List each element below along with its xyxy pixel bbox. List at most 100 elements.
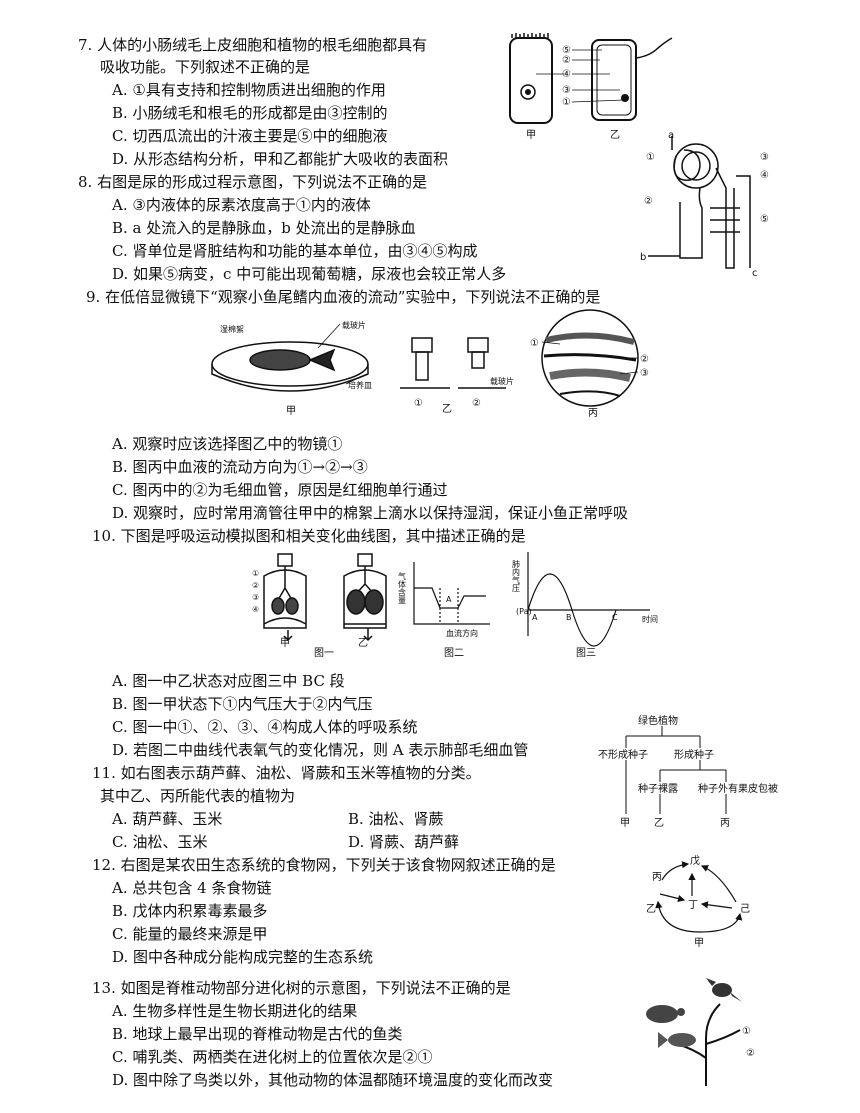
q10-fig3-B: B xyxy=(566,613,572,622)
q9-label-3: ③ xyxy=(640,368,649,379)
q11-classification-tree: 绿色植物 不形成种子 形成种子 种子裸露 种子外有果皮包被 甲 乙 丙 xyxy=(598,714,778,829)
tree-bing: 丙 xyxy=(720,818,730,829)
q9-label-dish: 培养皿 xyxy=(348,380,372,390)
q9-option-b: B. 图丙中血液的流动方向为①→②→③ xyxy=(112,458,368,476)
q10-fig3-ylabel: 肺内气压 xyxy=(512,560,521,593)
q7-stem-line1: 7. 人体的小肠绒毛上皮细胞和植物的根毛细胞都具有 xyxy=(78,36,428,54)
q10-stem: 10. 下图是呼吸运动模拟图和相关变化曲线图，其中描述正确的是 xyxy=(92,527,526,545)
q7-stem-line2: 吸收功能。下列叙述不正确的是 xyxy=(100,58,311,76)
q7-label-4: ④ xyxy=(562,69,571,80)
q10-option-c: C. 图一中①、②、③、④构成人体的呼吸系统 xyxy=(112,718,418,736)
q12-option-c: C. 能量的最终来源是甲 xyxy=(112,925,268,943)
q10-label-yi: 乙 xyxy=(358,637,368,649)
q9-option-d: D. 观察时，应时常用滴管往甲中的棉絮上滴水以保持湿润，保证小鱼正常呼吸 xyxy=(112,504,629,522)
petri-dish-drawing xyxy=(211,341,369,392)
tree-bare-seed: 种子裸露 xyxy=(638,782,678,795)
bell-jar-jia-drawing xyxy=(263,553,307,642)
food-web-arrows xyxy=(655,861,743,933)
q9-label-2: ② xyxy=(640,354,649,365)
q9-label-slide: 载玻片 xyxy=(342,320,366,330)
q8-label-3: ③ xyxy=(760,152,769,163)
q9-stem: 9. 在低倍显微镜下“观察小鱼尾鳍内血液的流动”实验中，下列说法不正确的是 xyxy=(86,288,601,306)
tree-covered-seed: 种子外有果皮包被 xyxy=(698,782,778,795)
bird-icon xyxy=(706,978,742,1002)
q10-breathing-figure: ① ② ③ ④ 甲 乙 图一 气体含量 血流方向 A 图二 肺内气压 (Pa) … xyxy=(252,552,658,659)
tree-root: 绿色植物 xyxy=(638,714,678,727)
q10-fig3-C: C xyxy=(612,613,618,622)
q10-label-2: ② xyxy=(252,581,259,590)
tree-seed: 形成种子 xyxy=(674,748,714,761)
web-wu: 戊 xyxy=(690,855,700,867)
blood-flow-view-drawing xyxy=(541,309,639,407)
q9-label-1: ① xyxy=(530,338,539,349)
q9-label-slide2: 载玻片 xyxy=(490,376,514,386)
q9-label-yi: 乙 xyxy=(442,403,452,415)
q8-label-c: c xyxy=(752,268,758,279)
q11-option-d: D. 肾蕨、葫芦藓 xyxy=(348,833,460,851)
q8-label-b: b xyxy=(640,252,646,263)
q10-label-jia: 甲 xyxy=(280,638,290,649)
web-bing: 丙 xyxy=(652,872,662,883)
q12-option-b: B. 戊体内积累毒素最多 xyxy=(112,902,268,920)
q10-fig2-ylabel: 气体含量 xyxy=(398,571,407,604)
q7-option-d: D. 从形态结构分析，甲和乙都能扩大吸收的表面积 xyxy=(112,150,449,168)
q8-option-c: C. 肾单位是肾脏结构和功能的基本单位，由③④⑤构成 xyxy=(112,242,478,260)
q10-label-3: ③ xyxy=(252,593,259,602)
tree-jia: 甲 xyxy=(620,818,630,829)
q11-stem-line2: 其中乙、丙所能代表的植物为 xyxy=(100,787,296,805)
q8-option-d: D. 如果⑤病变，c 中可能出现葡萄糖，尿液也会较正常人多 xyxy=(112,265,507,283)
q10-label-fig3: 图三 xyxy=(576,647,596,659)
objective-lenses-drawing xyxy=(400,337,506,389)
fish-icon xyxy=(658,1032,696,1048)
q7-option-a: A. ①具有支持和控制物质进出细胞的作用 xyxy=(112,81,386,99)
q9-label-bing: 丙 xyxy=(588,408,598,419)
web-ding: 丁 xyxy=(688,900,698,911)
q8-label-5: ⑤ xyxy=(760,214,769,225)
q9-option-a: A. 观察时应该选择图乙中的物镜① xyxy=(112,435,343,453)
q9-microscope-figure: 湿棉絮 载玻片 培养皿 甲 载玻片 ① 乙 ② ① ② ③ 丙 xyxy=(211,309,649,419)
q10-label-fig2: 图二 xyxy=(444,647,464,659)
turtle-icon xyxy=(646,1005,685,1023)
q11-option-a: A. 葫芦藓、玉米 xyxy=(112,810,223,828)
q12-food-web: 戊 丙 丁 己 乙 甲 xyxy=(646,855,750,949)
q7-label-jia: 甲 xyxy=(526,130,536,141)
q12-option-a: A. 总共包含 4 条食物链 xyxy=(112,879,272,897)
q7-label-1: ① xyxy=(562,97,571,108)
q13-option-b: B. 地球上最早出现的脊椎动物是古代的鱼类 xyxy=(112,1025,403,1043)
q13-option-c: C. 哺乳类、两栖类在进化树上的位置依次是②① xyxy=(112,1048,433,1066)
q9-label-jia: 甲 xyxy=(286,406,296,417)
q10-fig3-pa: (Pa) xyxy=(516,607,532,616)
q8-option-a: A. ③内液体的尿素浓度高于①内的液体 xyxy=(112,196,371,214)
q13-option-d: D. 图中除了鸟类以外，其他动物的体温都随环境温度的变化而改变 xyxy=(112,1071,554,1089)
q10-label-fig1: 图一 xyxy=(314,647,334,659)
q10-fig2-A: A xyxy=(446,595,452,604)
q10-label-4: ④ xyxy=(252,605,259,614)
q8-label-1: ① xyxy=(646,152,655,163)
q8-label-a: a xyxy=(668,130,674,141)
q8-label-2: ② xyxy=(644,196,653,207)
villus-cell-drawing xyxy=(509,33,553,124)
q8-stem: 8. 右图是尿的形成过程示意图，下列说法不正确的是 xyxy=(78,173,428,191)
q9-label-obj2: ② xyxy=(472,398,481,409)
q7-label-5: ⑤ xyxy=(562,45,571,56)
q10-fig3-xlabel: 时间 xyxy=(642,614,658,624)
q7-option-b: B. 小肠绒毛和根毛的形成都是由③控制的 xyxy=(112,104,388,122)
root-hair-cell-drawing xyxy=(591,37,673,121)
q10-label-1: ① xyxy=(252,569,259,578)
nephron-drawing xyxy=(648,136,751,269)
q8-option-b: B. a 处流入的是静脉血，b 处流出的是静脉血 xyxy=(112,219,416,237)
q10-fig3-A: A xyxy=(532,613,538,622)
tree-no-seed: 不形成种子 xyxy=(598,748,648,761)
web-jia: 甲 xyxy=(694,938,704,949)
q10-fig2-xlabel: 血流方向 xyxy=(446,628,478,638)
fig2-graph-drawing xyxy=(413,562,490,625)
q8-nephron-figure: a ① ③ ④ ② ⑤ b c xyxy=(640,130,769,279)
q9-label-obj1: ① xyxy=(414,398,423,409)
q13-label-2: ② xyxy=(746,1048,755,1059)
q10-option-b: B. 图一甲状态下①内气压大于②内气压 xyxy=(112,695,373,713)
q13-evolution-tree: ① ② xyxy=(646,978,755,1086)
fig3-graph-drawing xyxy=(527,552,650,647)
q7-cell-figure: ⑤ ② ④ ③ ① 甲 乙 xyxy=(509,33,673,141)
web-yi: 乙 xyxy=(646,903,656,915)
q13-label-1: ① xyxy=(742,1026,751,1037)
